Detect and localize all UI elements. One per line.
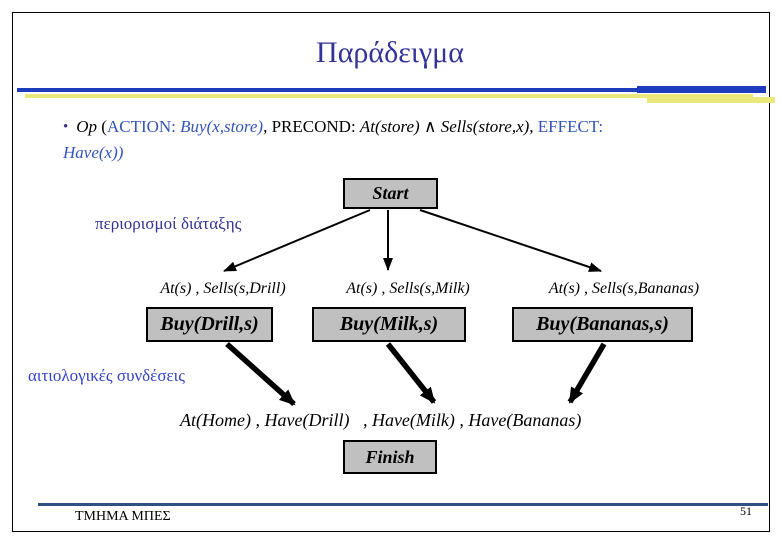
action-node-buy-bananas: Buy(Bananas,s) [512, 307, 693, 342]
footer-department: ΤΜΗΜΑ ΜΠΕΣ [75, 509, 171, 524]
precondition-milk: At(s) , Sells(s,Milk) [346, 280, 470, 297]
title-rule-blue-accent [637, 86, 766, 93]
title-rule-blue [17, 88, 752, 92]
slide-border [12, 12, 770, 532]
ordering-constraints-label: περιορισμοί διάταξης [95, 214, 242, 233]
bullet-icon: • [63, 119, 69, 135]
finish-node: Finish [343, 440, 437, 474]
causal-links-label: αιτιολογικές συνδέσεις [28, 366, 185, 385]
precondition-drill: At(s) , Sells(s,Drill) [160, 280, 286, 297]
page-number: 51 [740, 504, 752, 518]
start-node: Start [343, 178, 438, 209]
footer-rule [38, 503, 768, 506]
precondition-bananas: At(s) , Sells(s,Bananas) [548, 280, 700, 297]
operator-definition: •Op (ACTION: Buy(x,store), PRECOND: At(s… [63, 114, 723, 166]
action-node-buy-milk: Buy(Milk,s) [312, 307, 466, 342]
action-node-buy-drill: Buy(Drill,s) [146, 307, 273, 342]
finish-preconditions: At(Home) , Have(Drill) , Have(Milk) , Ha… [180, 410, 582, 430]
title-rule-yellow [25, 94, 753, 98]
operator-definition-line1: •Op (ACTION: Buy(x,store), PRECOND: At(s… [63, 117, 604, 136]
slide-title: Παράδειγμα [316, 36, 464, 69]
operator-definition-line2: Have(x)) [63, 143, 124, 162]
title-rule-yellow-accent [647, 97, 775, 103]
